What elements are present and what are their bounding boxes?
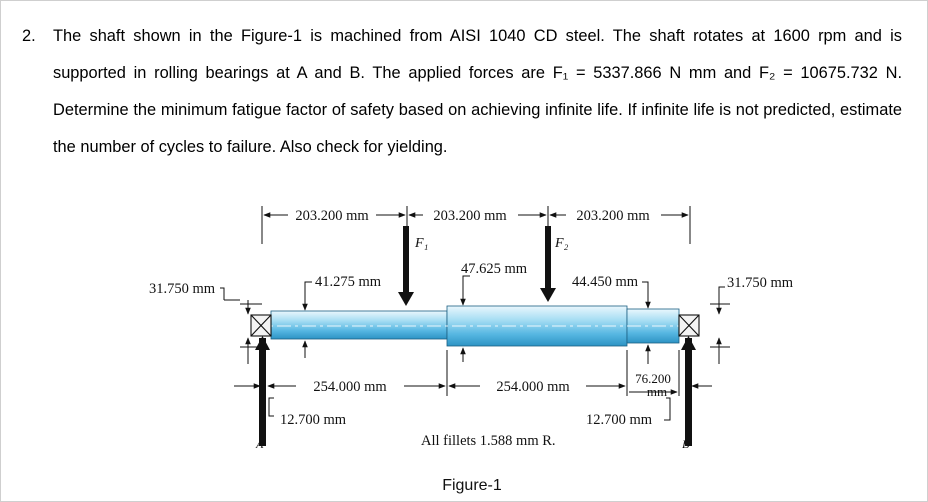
top-dim-3: 203.200 mm	[576, 208, 650, 224]
problem-number: 2.	[22, 27, 36, 45]
shaft-left-section	[270, 310, 448, 340]
fillet-note: All fillets 1.588 mm R.	[421, 433, 556, 449]
dia-left-end: 31.750 mm	[149, 281, 216, 297]
problem-text: The shaft shown in the Figure-1 is machi…	[53, 27, 902, 156]
support-posts	[255, 336, 696, 446]
force-f2-label: F₂	[554, 236, 569, 251]
dia-middle: 47.625 mm	[461, 261, 528, 277]
top-dim-2: 203.200 mm	[433, 208, 507, 224]
bottom-dim-1: 254.000 mm	[313, 379, 387, 395]
force-f1	[398, 226, 414, 306]
dia-right-shoulder: 44.450 mm	[572, 274, 639, 290]
dia-left-shoulder: 41.275 mm	[315, 274, 382, 290]
problem-statement: 2. The shaft shown in the Figure-1 is ma…	[22, 18, 902, 166]
dia-right-end: 31.750 mm	[727, 275, 794, 291]
bearing-label-b: B	[682, 437, 690, 451]
bearing-right	[678, 314, 700, 337]
bottom-dim-2: 254.000 mm	[496, 379, 570, 395]
bearing-label-a: A	[255, 437, 264, 451]
diameter-leaders	[220, 275, 730, 364]
bearing-width-right: 12.700 mm	[586, 412, 653, 428]
bearing-width-left: 12.700 mm	[280, 412, 347, 428]
top-dim-1: 203.200 mm	[295, 208, 369, 224]
top-dimension-lines	[261, 206, 691, 244]
force-f2	[540, 226, 556, 302]
figure-caption: Figure-1	[442, 477, 502, 494]
force-f1-label: F₁	[414, 236, 428, 251]
bottom-dimension-lines	[234, 350, 712, 421]
bearing-left	[250, 314, 272, 337]
small-dim-value: 76.200	[635, 371, 671, 386]
small-dim-unit: mm	[647, 384, 667, 399]
